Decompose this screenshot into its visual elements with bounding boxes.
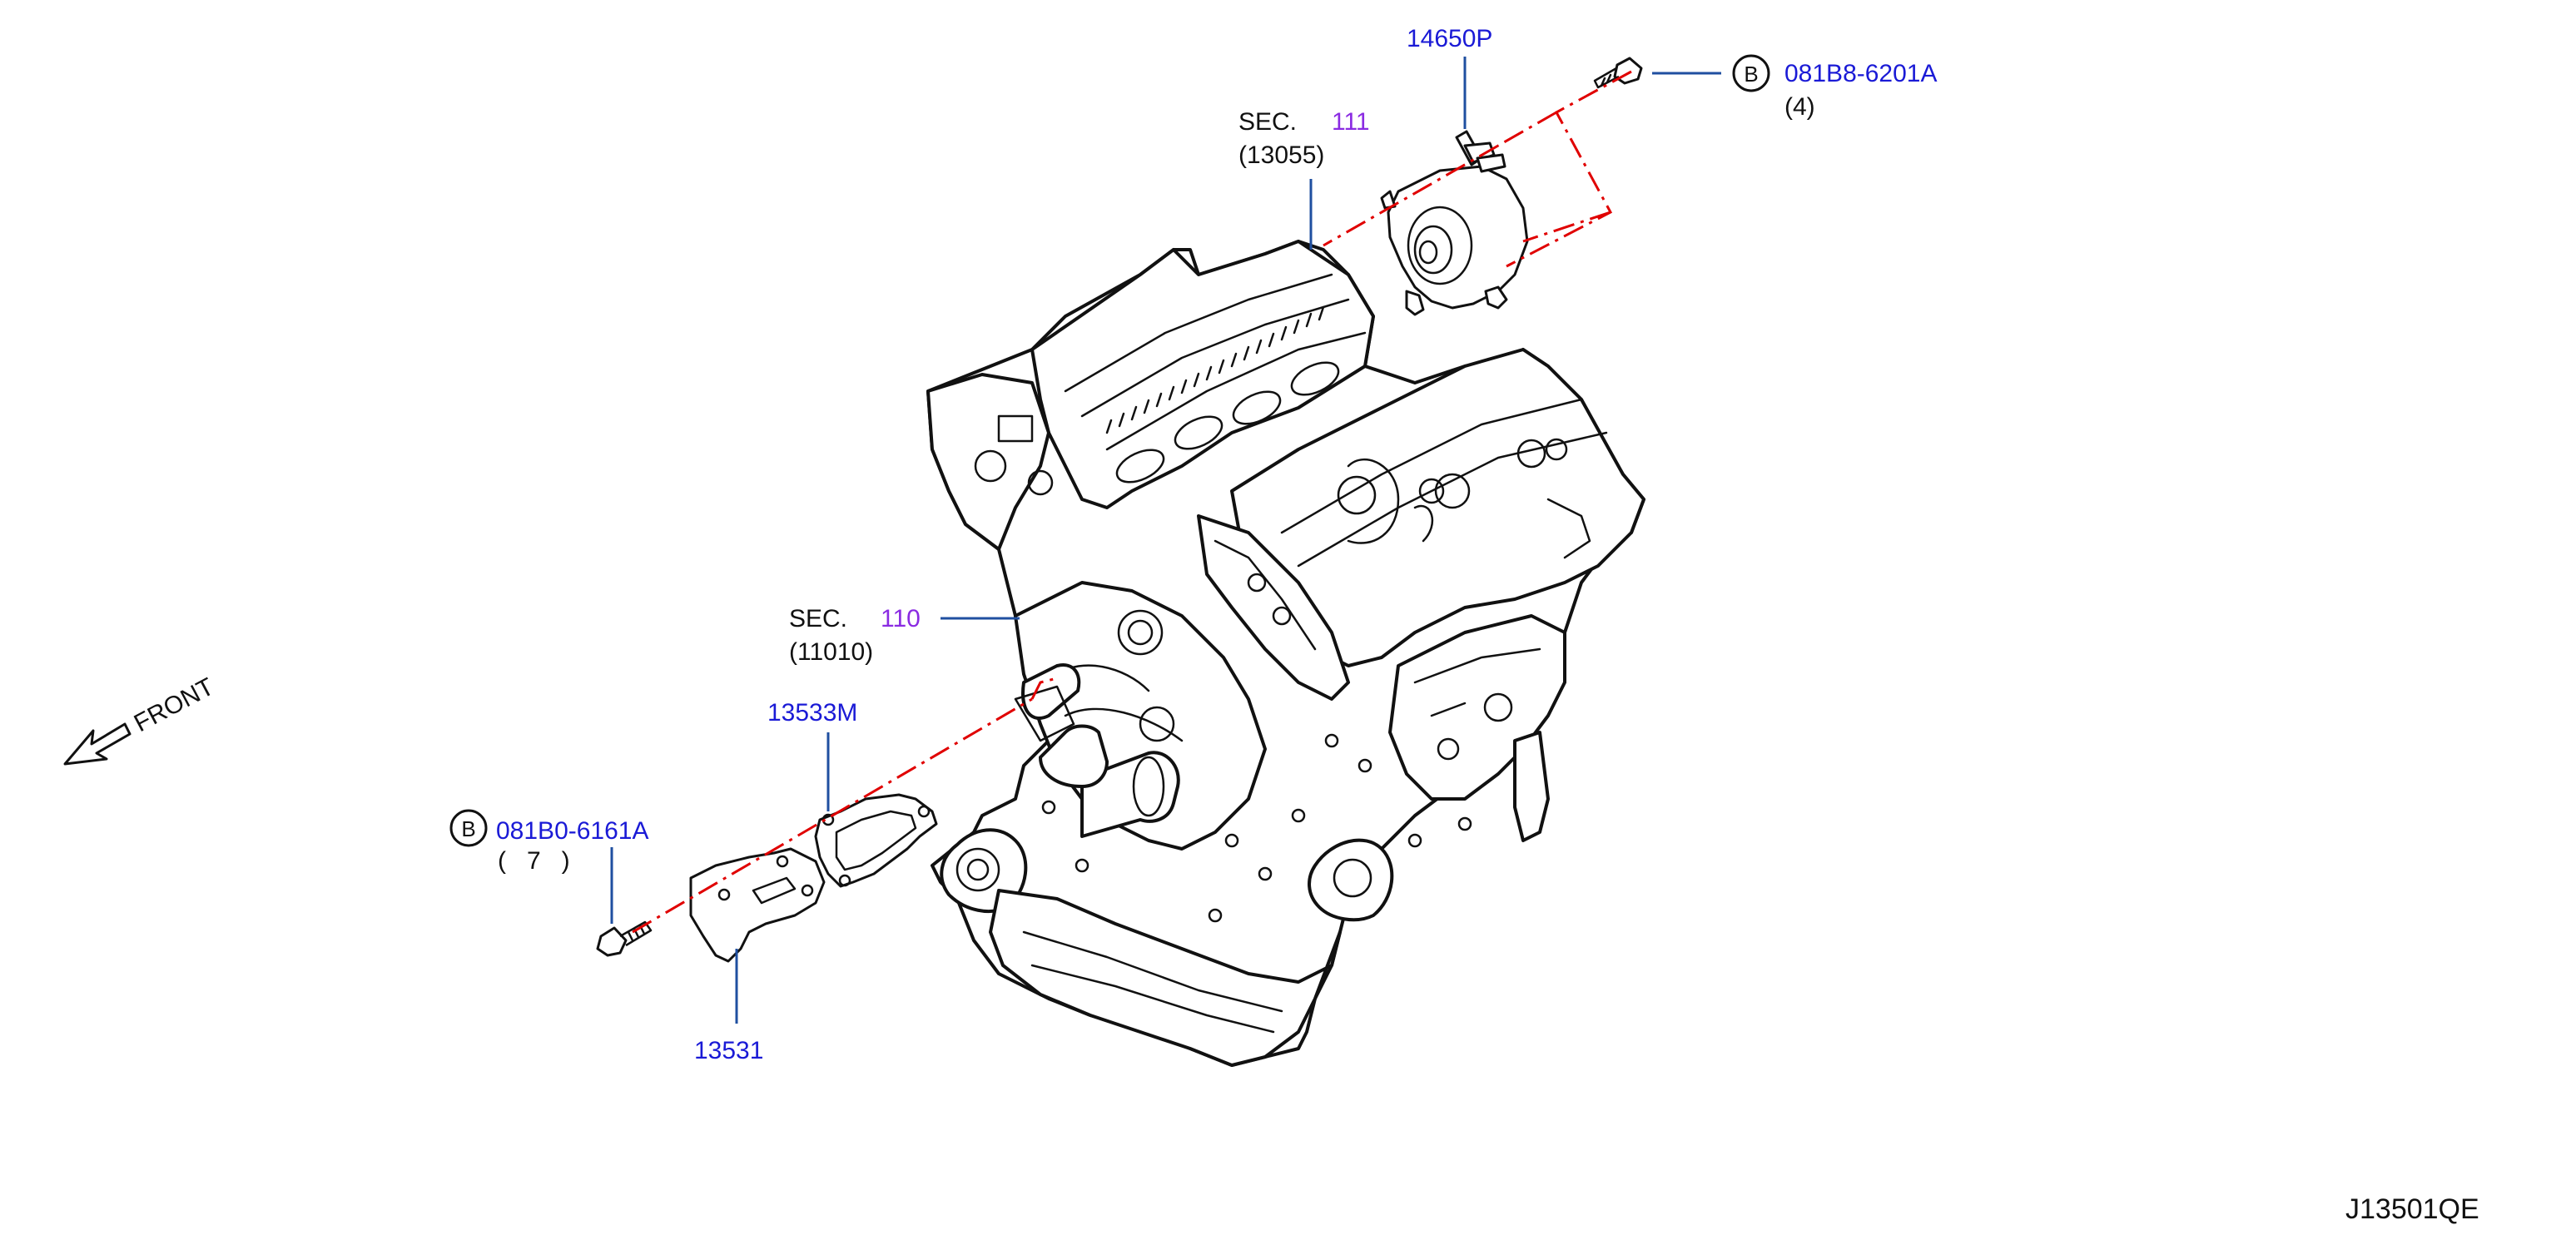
qty-lower-bolt: ( 7 )	[498, 847, 570, 875]
sec-ref-lower: (11010)	[789, 638, 873, 666]
qty-upper-bolt: (4)	[1784, 93, 1815, 121]
svg-text:B: B	[1744, 62, 1758, 87]
bolt-icon	[596, 920, 653, 957]
sec-label-lower: SEC.	[789, 605, 847, 632]
gasket	[814, 793, 938, 888]
engine-assembly	[926, 240, 1645, 1067]
part-number-vacuum-pump[interactable]: 14650P	[1407, 25, 1492, 52]
bolt-icon	[1593, 57, 1643, 89]
assembly-lines	[632, 70, 1632, 934]
leader-lines	[610, 57, 1721, 1024]
sec-label-upper: SEC.	[1238, 108, 1297, 136]
front-label: FRONT	[130, 673, 219, 738]
part-number-lower-bolt[interactable]: 081B0-6161A	[496, 817, 649, 845]
part-number-cover[interactable]: 13531	[694, 1037, 763, 1064]
cover-plate	[689, 847, 826, 963]
vacuum-pump	[1380, 130, 1529, 316]
sec-number-lower[interactable]: 110	[881, 605, 921, 632]
diagram-code: J13501QE	[2345, 1193, 2479, 1225]
part-number-upper-bolt[interactable]: 081B8-6201A	[1784, 60, 1938, 87]
part-number-gasket[interactable]: 13533M	[767, 699, 857, 727]
svg-text:B: B	[461, 816, 475, 841]
circled-b-icon: B	[449, 809, 488, 847]
circled-b-icon: B	[1732, 54, 1770, 92]
sec-ref-upper: (13055)	[1238, 141, 1324, 169]
front-arrow-icon	[63, 722, 132, 766]
sec-number-upper[interactable]: 111	[1332, 108, 1370, 136]
